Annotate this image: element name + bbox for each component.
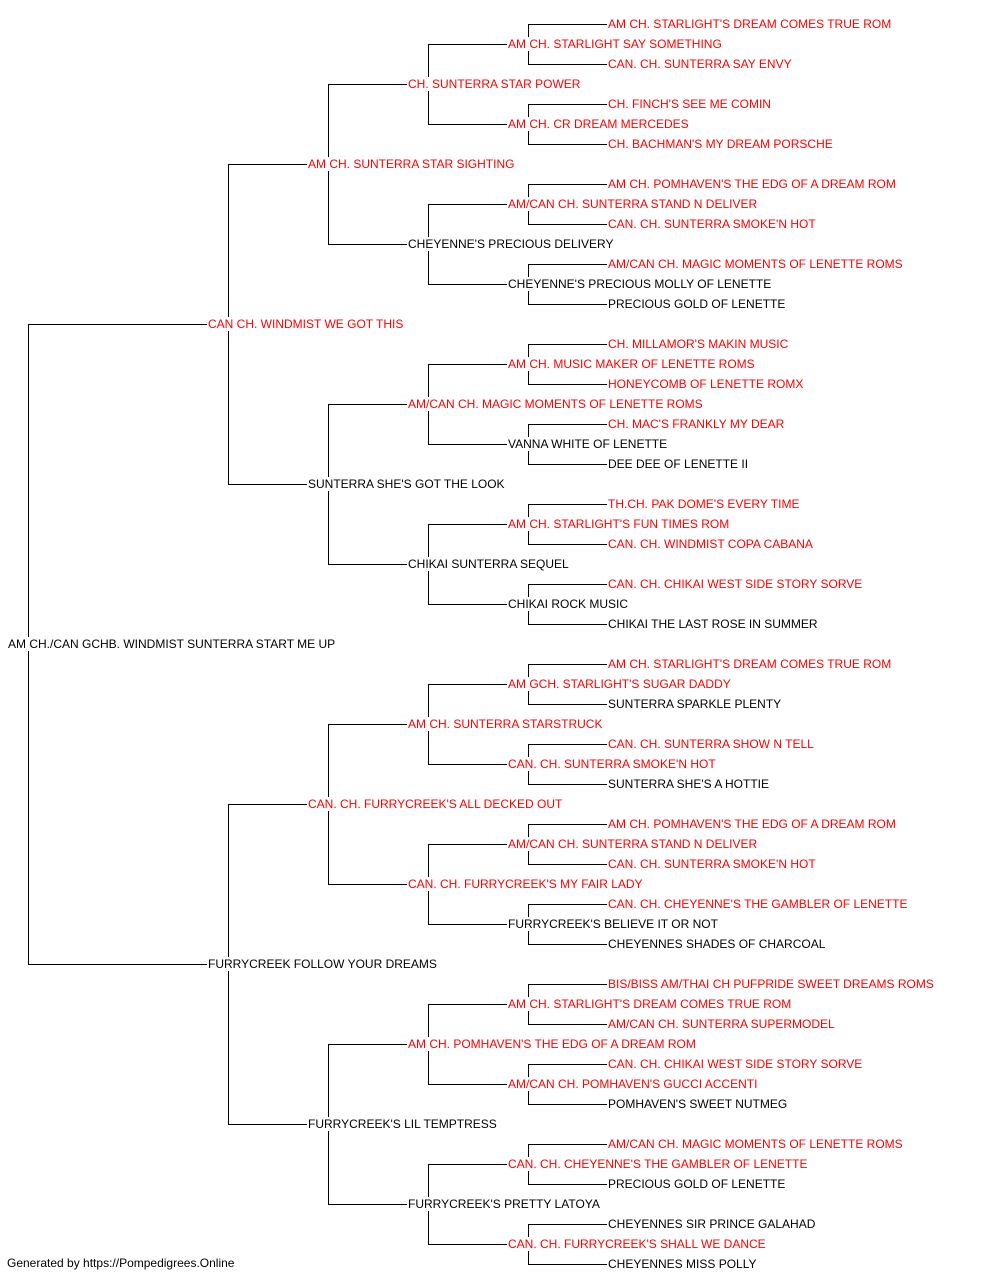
ancestor-name: CHEYENNES SIR PRINCE GALAHAD: [607, 1217, 817, 1231]
ancestor-name: FURRYCREEK'S BELIEVE IT OR NOT: [507, 917, 719, 931]
ancestor-name: CAN. CH. FURRYCREEK'S MY FAIR LADY: [407, 877, 644, 891]
ancestor-name: DEE DEE OF LENETTE II: [607, 457, 750, 471]
footer-credit: Generated by https://Pompedigrees.Online: [7, 1256, 235, 1270]
ancestor-name: AM CH. STARLIGHT'S DREAM COMES TRUE ROM: [607, 17, 893, 31]
ancestor-name: AM CH. MUSIC MAKER OF LENETTE ROMS: [507, 357, 756, 371]
ancestor-name: CAN. CH. FURRYCREEK'S SHALL WE DANCE: [507, 1237, 767, 1251]
ancestor-name: CH. MILLAMOR'S MAKIN MUSIC: [607, 337, 790, 351]
ancestor-name: AM/CAN CH. MAGIC MOMENTS OF LENETTE ROMS: [407, 397, 704, 411]
ancestor-name: AM/CAN CH. SUNTERRA STAND N DELIVER: [507, 837, 759, 851]
ancestor-name: CHIKAI SUNTERRA SEQUEL: [407, 557, 570, 571]
ancestor-name: CHIKAI THE LAST ROSE IN SUMMER: [607, 617, 819, 631]
ancestor-name: FURRYCREEK FOLLOW YOUR DREAMS: [207, 957, 438, 971]
ancestor-name: FURRYCREEK'S PRETTY LATOYA: [407, 1197, 601, 1211]
ancestor-name: AM CH. POMHAVEN'S THE EDG OF A DREAM ROM: [607, 817, 897, 831]
ancestor-name: AM/CAN CH. SUNTERRA SUPERMODEL: [607, 1017, 836, 1031]
ancestor-name: AM CH. STARLIGHT'S DREAM COMES TRUE ROM: [507, 997, 793, 1011]
ancestor-name: AM/CAN CH. SUNTERRA STAND N DELIVER: [507, 197, 759, 211]
ancestor-name: FURRYCREEK'S LIL TEMPTRESS: [307, 1117, 498, 1131]
ancestor-name: AM/CAN CH. MAGIC MOMENTS OF LENETTE ROMS: [607, 257, 904, 271]
ancestor-name: CAN. CH. CHEYENNE'S THE GAMBLER OF LENET…: [607, 897, 909, 911]
ancestor-name: CAN. CH. FURRYCREEK'S ALL DECKED OUT: [307, 797, 564, 811]
ancestor-name: AM CH. STARLIGHT SAY SOMETHING: [507, 37, 723, 51]
ancestor-name: CH. FINCH'S SEE ME COMIN: [607, 97, 772, 111]
ancestor-name: CAN. CH. SUNTERRA SMOKE'N HOT: [507, 757, 717, 771]
ancestor-name: CH. BACHMAN'S MY DREAM PORSCHE: [607, 137, 834, 151]
ancestor-name: CAN. CH. WINDMIST COPA CABANA: [607, 537, 814, 551]
ancestor-name: AM CH. SUNTERRA STARSTRUCK: [407, 717, 604, 731]
ancestor-name: CAN. CH. CHEYENNE'S THE GAMBLER OF LENET…: [507, 1157, 809, 1171]
subject-dog-name: AM CH./CAN GCHB. WINDMIST SUNTERRA START…: [7, 637, 337, 651]
ancestor-name: AM CH. STARLIGHT'S DREAM COMES TRUE ROM: [607, 657, 893, 671]
ancestor-name: AM CH. CR DREAM MERCEDES: [507, 117, 690, 131]
ancestor-name: AM CH. POMHAVEN'S THE EDG OF A DREAM ROM: [407, 1037, 697, 1051]
ancestor-name: TH.CH. PAK DOME'S EVERY TIME: [607, 497, 801, 511]
ancestor-name: SUNTERRA SHE'S GOT THE LOOK: [307, 477, 506, 491]
ancestor-name: CHEYENNES MISS POLLY: [607, 1257, 758, 1271]
ancestor-name: AM CH. SUNTERRA STAR SIGHTING: [307, 157, 516, 171]
ancestor-name: CAN. CH. SUNTERRA SMOKE'N HOT: [607, 857, 817, 871]
ancestor-name: CAN. CH. CHIKAI WEST SIDE STORY SORVE: [607, 1057, 864, 1071]
ancestor-name: PRECIOUS GOLD OF LENETTE: [607, 1177, 787, 1191]
ancestor-name: CAN CH. WINDMIST WE GOT THIS: [207, 317, 405, 331]
ancestor-name: SUNTERRA SHE'S A HOTTIE: [607, 777, 770, 791]
ancestor-name: VANNA WHITE OF LENETTE: [507, 437, 669, 451]
ancestor-name: AM CH. POMHAVEN'S THE EDG OF A DREAM ROM: [607, 177, 897, 191]
ancestor-name: CHEYENNE'S PRECIOUS DELIVERY: [407, 237, 615, 251]
ancestor-name: CAN. CH. CHIKAI WEST SIDE STORY SORVE: [607, 577, 864, 591]
ancestor-name: CHEYENNE'S PRECIOUS MOLLY OF LENETTE: [507, 277, 773, 291]
ancestor-name: CAN. CH. SUNTERRA SAY ENVY: [607, 57, 793, 71]
ancestor-name: CH. SUNTERRA STAR POWER: [407, 77, 582, 91]
ancestor-name: AM/CAN CH. MAGIC MOMENTS OF LENETTE ROMS: [607, 1137, 904, 1151]
ancestor-name: CHEYENNES SHADES OF CHARCOAL: [607, 937, 827, 951]
ancestor-name: BIS/BISS AM/THAI CH PUFPRIDE SWEET DREAM…: [607, 977, 935, 991]
ancestor-name: AM CH. STARLIGHT'S FUN TIMES ROM: [507, 517, 731, 531]
ancestor-name: AM GCH. STARLIGHT'S SUGAR DADDY: [507, 677, 732, 691]
ancestor-name: PRECIOUS GOLD OF LENETTE: [607, 297, 787, 311]
ancestor-name: HONEYCOMB OF LENETTE ROMX: [607, 377, 805, 391]
ancestor-name: CAN. CH. SUNTERRA SMOKE'N HOT: [607, 217, 817, 231]
ancestor-name: CHIKAI ROCK MUSIC: [507, 597, 630, 611]
ancestor-name: POMHAVEN'S SWEET NUTMEG: [607, 1097, 789, 1111]
ancestor-name: SUNTERRA SPARKLE PLENTY: [607, 697, 783, 711]
ancestor-name: CAN. CH. SUNTERRA SHOW N TELL: [607, 737, 815, 751]
ancestor-name: AM/CAN CH. POMHAVEN'S GUCCI ACCENTI: [507, 1077, 759, 1091]
ancestor-name: CH. MAC'S FRANKLY MY DEAR: [607, 417, 786, 431]
